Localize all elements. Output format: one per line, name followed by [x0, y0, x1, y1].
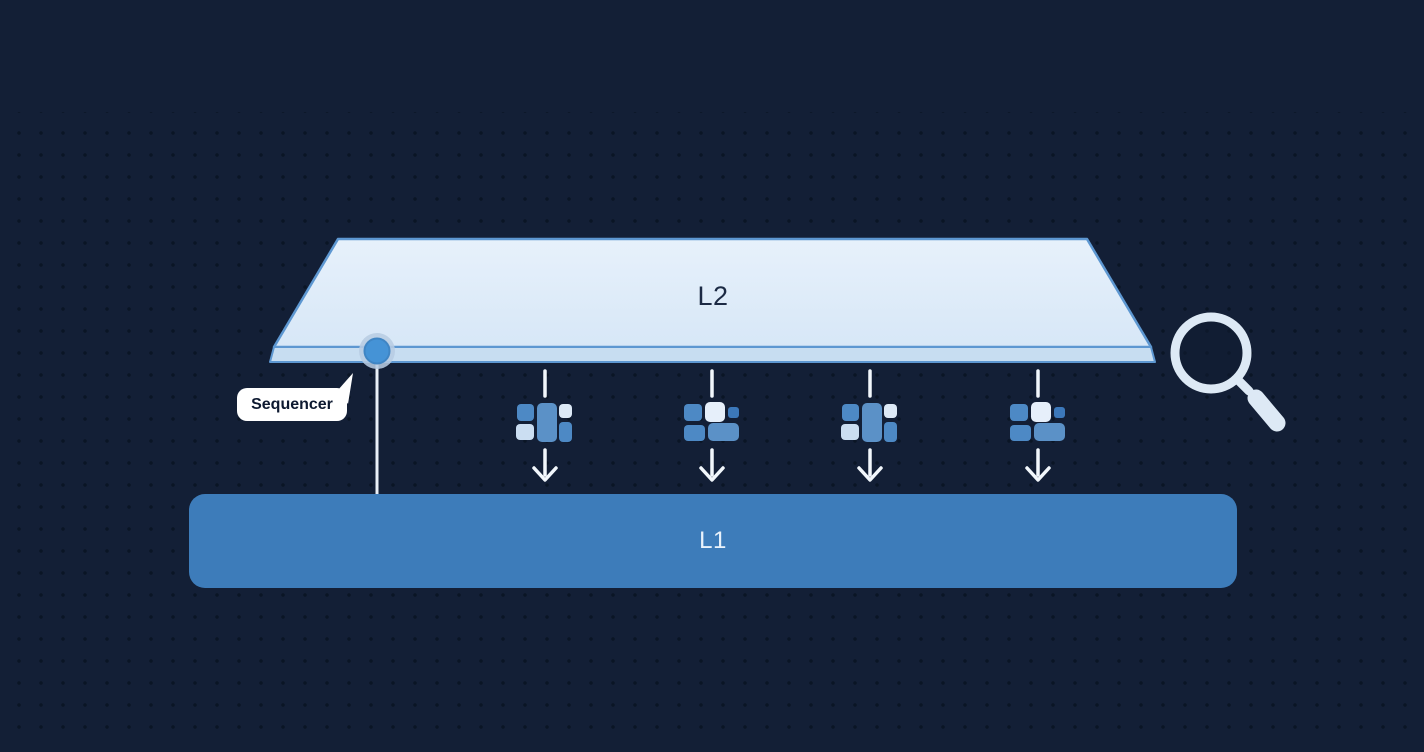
l2-label: L2 — [697, 281, 729, 311]
data-batch-blocks-icon — [841, 403, 897, 442]
batch-drop-4 — [1010, 369, 1065, 482]
l1-label: L1 — [699, 527, 727, 554]
batch-drop-3 — [841, 369, 897, 482]
sequencer-bubble-tail — [338, 373, 353, 404]
l2-plane-shape — [269, 237, 1156, 363]
l1-layer: L1 — [189, 494, 1237, 588]
data-batch-blocks-icon — [684, 402, 739, 441]
batch-drop-2 — [684, 369, 739, 482]
magnifying-glass-icon — [1170, 312, 1286, 432]
sequencer-label-bubble: Sequencer — [237, 388, 347, 421]
sequencer-node-dot — [359, 333, 395, 369]
data-batch-blocks-icon — [516, 403, 572, 442]
data-batch-blocks-icon — [1010, 402, 1065, 441]
sequencer-label: Sequencer — [251, 395, 333, 413]
batch-drop-1 — [516, 369, 572, 482]
